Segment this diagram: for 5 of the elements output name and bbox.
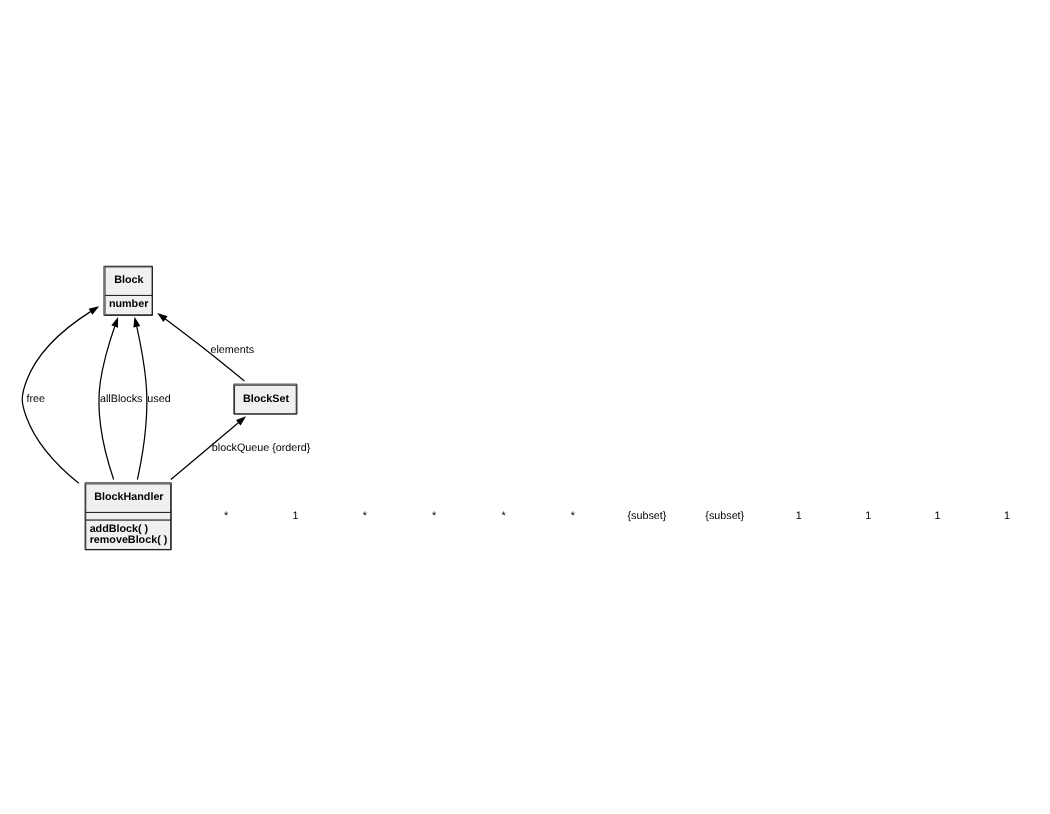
arrow [170,415,247,480]
arrow [157,311,246,381]
arrow [21,305,100,483]
arrow [98,315,119,480]
arrow [133,315,148,480]
